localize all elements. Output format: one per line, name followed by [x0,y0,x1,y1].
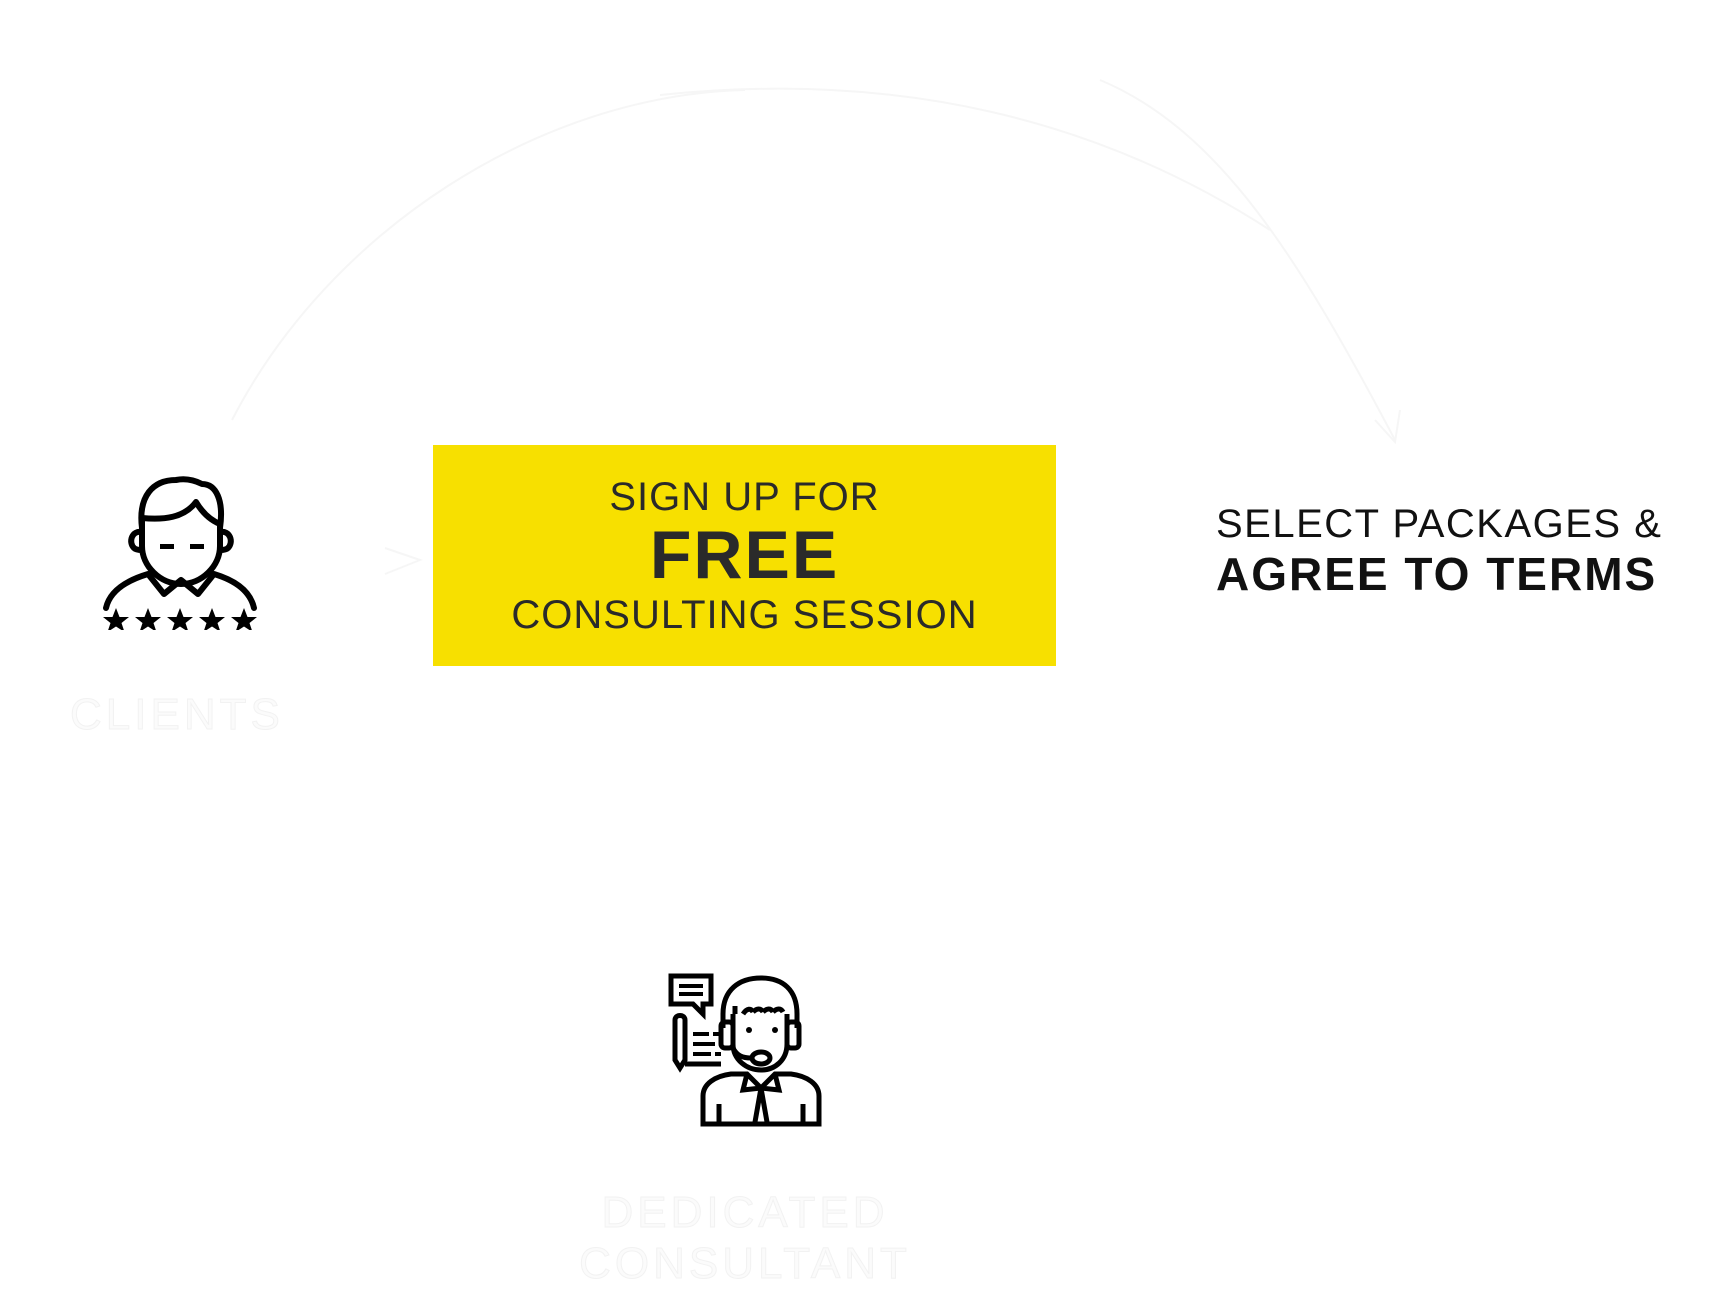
eye-right [190,544,204,549]
packages-line-select: SELECT PACKAGES & [1216,502,1663,546]
step-select-packages: SELECT PACKAGES & AGREE TO TERMS [1216,500,1696,601]
star-icon [135,608,161,630]
clients-label: CLIENTS [70,690,284,740]
chat-bubble-icon [668,973,714,1021]
connector-arc-clients-to-signup [231,89,746,421]
chat-line [679,984,703,988]
consultant-label-line-1: DEDICATED [601,1188,889,1238]
signup-line-sign-up-for: SIGN UP FOR [609,474,880,519]
signup-consulting-box[interactable]: SIGN UP FOR FREE CONSULTING SESSION [433,445,1056,666]
doc-line [693,1042,715,1046]
doc-line [713,1032,719,1036]
signup-line-free: FREE [649,516,840,593]
step-clients: CLIENTS [70,466,290,739]
connector-arc-top [659,87,1271,231]
packages-line-agree: AGREE TO TERMS [1216,548,1658,600]
consultant-headset-icon [668,973,822,1127]
doc-line [693,1052,711,1056]
eye-left [160,544,174,549]
doc-line [693,1032,709,1036]
client-rating-icon [103,476,257,630]
consultant-label-line-2: CONSULTANT [579,1238,911,1288]
rating-stars [103,608,257,630]
arrowhead-packages-icon [1374,409,1401,445]
star-icon [199,608,225,630]
step-consultant: DEDICATED CONSULTANT [560,972,930,1289]
arrowhead-signup-icon [384,547,423,575]
star-icon [103,608,129,630]
eye-right [772,1027,778,1033]
star-icon [231,608,257,630]
connector-arc-signup-to-packages [1099,79,1396,441]
signup-line-consulting-session: CONSULTING SESSION [511,592,978,637]
pen-icon [672,1013,688,1073]
consultant-label: DEDICATED CONSULTANT [560,1188,930,1289]
eye-left [746,1027,752,1033]
star-icon [167,608,193,630]
doc-line [715,1052,721,1056]
chat-line [679,992,703,996]
